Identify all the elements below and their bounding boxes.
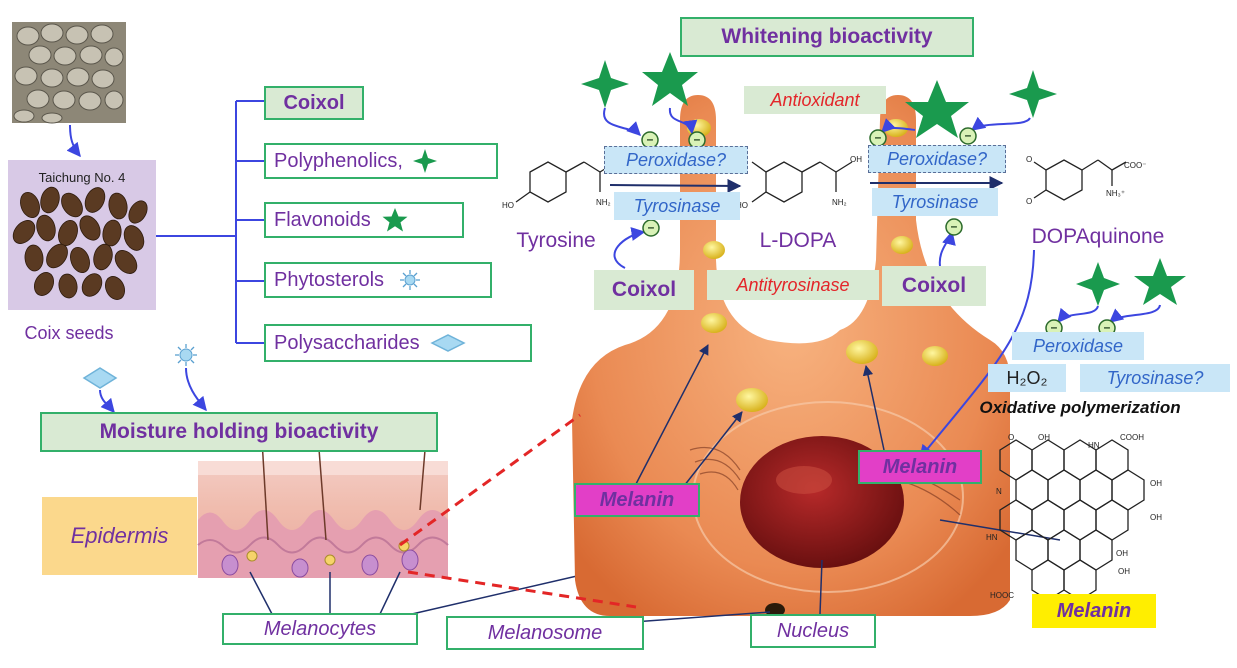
component-phytosterols: Phytosterols [264, 262, 492, 298]
cell-pointer-lines [619, 344, 1061, 624]
coixol-label-1: Coixol [594, 270, 694, 310]
melanosome-label: Melanosome [446, 616, 644, 650]
component-label: Polysaccharides [274, 331, 420, 354]
sunburst-icon [400, 270, 421, 290]
diamond-icon [82, 367, 118, 389]
inhibition-sign: – [964, 128, 972, 142]
l-dopa-label: L-DOPA [759, 229, 837, 252]
svg-text:HN: HN [986, 533, 998, 542]
melanocyte-pointer-lines [249, 571, 591, 615]
taichung-seeds-photo [8, 160, 156, 310]
whitening-star-icons [581, 52, 1186, 306]
svg-text:HOOC: HOOC [990, 591, 1014, 600]
svg-text:NH₂: NH₂ [832, 198, 847, 207]
svg-text:O: O [1008, 433, 1014, 442]
component-label: Coixol [283, 91, 345, 114]
variety-label: Taichung No. 4 [38, 169, 126, 185]
dopaquinone-atom-labels: O O COO⁻ NH₃⁺ [1026, 155, 1146, 206]
svg-text:HO: HO [736, 201, 748, 210]
melanin-label-left: Melanin [574, 483, 700, 517]
tyrosine-structure [515, 161, 617, 203]
svg-text:HO: HO [502, 201, 514, 210]
inhibition-sign: – [646, 132, 654, 146]
seed-arrow [66, 124, 81, 158]
peroxidase-q-box-2: Peroxidase? [868, 145, 1006, 173]
svg-text:O: O [1026, 155, 1032, 164]
component-label: Phytosterols [274, 268, 385, 291]
svg-text:OH: OH [1150, 479, 1162, 488]
tyrosinase-box-2: Tyrosinase [872, 188, 998, 216]
inhibition-sign: – [1050, 320, 1058, 334]
svg-text:OH: OH [1116, 549, 1128, 558]
oxidative-polymerization-label: Oxidative polymerization [979, 398, 1181, 417]
raw-seeds-photo [12, 22, 126, 124]
four-point-star-icon [412, 149, 437, 173]
svg-text:OH: OH [1118, 567, 1130, 576]
star-icon [905, 80, 969, 138]
svg-text:NH₂: NH₂ [596, 198, 611, 207]
sunburst-icon [175, 344, 197, 366]
dopaquinone-structure [1033, 159, 1127, 201]
component-coixol: Coixol [264, 86, 364, 120]
component-label: Flavonoids [274, 208, 371, 231]
inhibition-sign: – [950, 219, 958, 233]
inhibition-sign: – [1103, 320, 1111, 334]
peroxidase-q-box-1: Peroxidase? [604, 146, 748, 174]
tyrosinase-q-box: Tyrosinase? [1080, 364, 1230, 392]
melanin-label-center: Melanin [858, 450, 982, 484]
zoom-indicator-lines [399, 413, 637, 609]
sunburst-arrow [185, 367, 207, 412]
nucleus-label: Nucleus [750, 614, 876, 648]
melanocytes-label: Melanocytes [222, 613, 418, 645]
tyrosine-label: Tyrosine [516, 229, 596, 252]
inhibition-sign: – [693, 132, 701, 146]
dopaquinone-label: DOPAquinone [1031, 225, 1165, 248]
epidermis-label: Epidermis [42, 497, 197, 575]
four-point-star-icon [581, 60, 629, 108]
star-icon [642, 52, 698, 106]
component-flavonoids: Flavonoids [264, 202, 464, 238]
diamond-arrow [99, 389, 115, 414]
star-icon [382, 208, 408, 232]
moisture-bioactivity-label: Moisture holding bioactivity [40, 412, 438, 452]
melanin-atom-labels: O OH COOH HN OH OH N HN OH OH HOOC [986, 433, 1162, 600]
reaction-arrows [609, 176, 1004, 193]
component-bracket [156, 100, 264, 344]
h2o2-label: H₂O₂ [988, 364, 1066, 392]
svg-text:OH: OH [850, 155, 862, 164]
component-label: Polyphenolics, [274, 149, 403, 172]
antityrosinase-label: Antityrosinase [707, 270, 879, 300]
component-polysaccharides: Polysaccharides [264, 324, 532, 362]
svg-text:NH₃⁺: NH₃⁺ [1106, 189, 1125, 198]
inhibition-arrows [603, 107, 1161, 460]
inhibition-sign: – [874, 130, 882, 144]
coix-seeds-label: Coix seeds [24, 322, 114, 343]
diamond-icon [429, 334, 466, 352]
coixol-label-2: Coixol [882, 266, 986, 306]
star-icon [1134, 258, 1186, 305]
whitening-bioactivity-label: Whitening bioactivity [680, 17, 974, 57]
svg-text:COOH: COOH [1120, 433, 1144, 442]
peroxidase-box: Peroxidase [1012, 332, 1144, 360]
svg-text:OH: OH [1150, 513, 1162, 522]
svg-text:N: N [996, 487, 1002, 496]
svg-text:OH: OH [1038, 433, 1050, 442]
antioxidant-label: Antioxidant [744, 86, 886, 114]
inhibition-sign: – [647, 220, 655, 234]
four-point-star-icon [1009, 70, 1057, 118]
tyrosinase-box-1: Tyrosinase [614, 192, 740, 220]
melanin-structure [999, 439, 1145, 601]
svg-text:HN: HN [1088, 441, 1100, 450]
skin-cross-section [197, 435, 449, 578]
four-point-star-icon [1076, 262, 1120, 306]
svg-text:COO⁻: COO⁻ [1124, 161, 1146, 170]
l-dopa-structure [751, 161, 853, 203]
melanin-label-structure: Melanin [1032, 594, 1156, 628]
component-polyphenolics: Polyphenolics, [264, 143, 498, 179]
svg-text:O: O [1026, 197, 1032, 206]
